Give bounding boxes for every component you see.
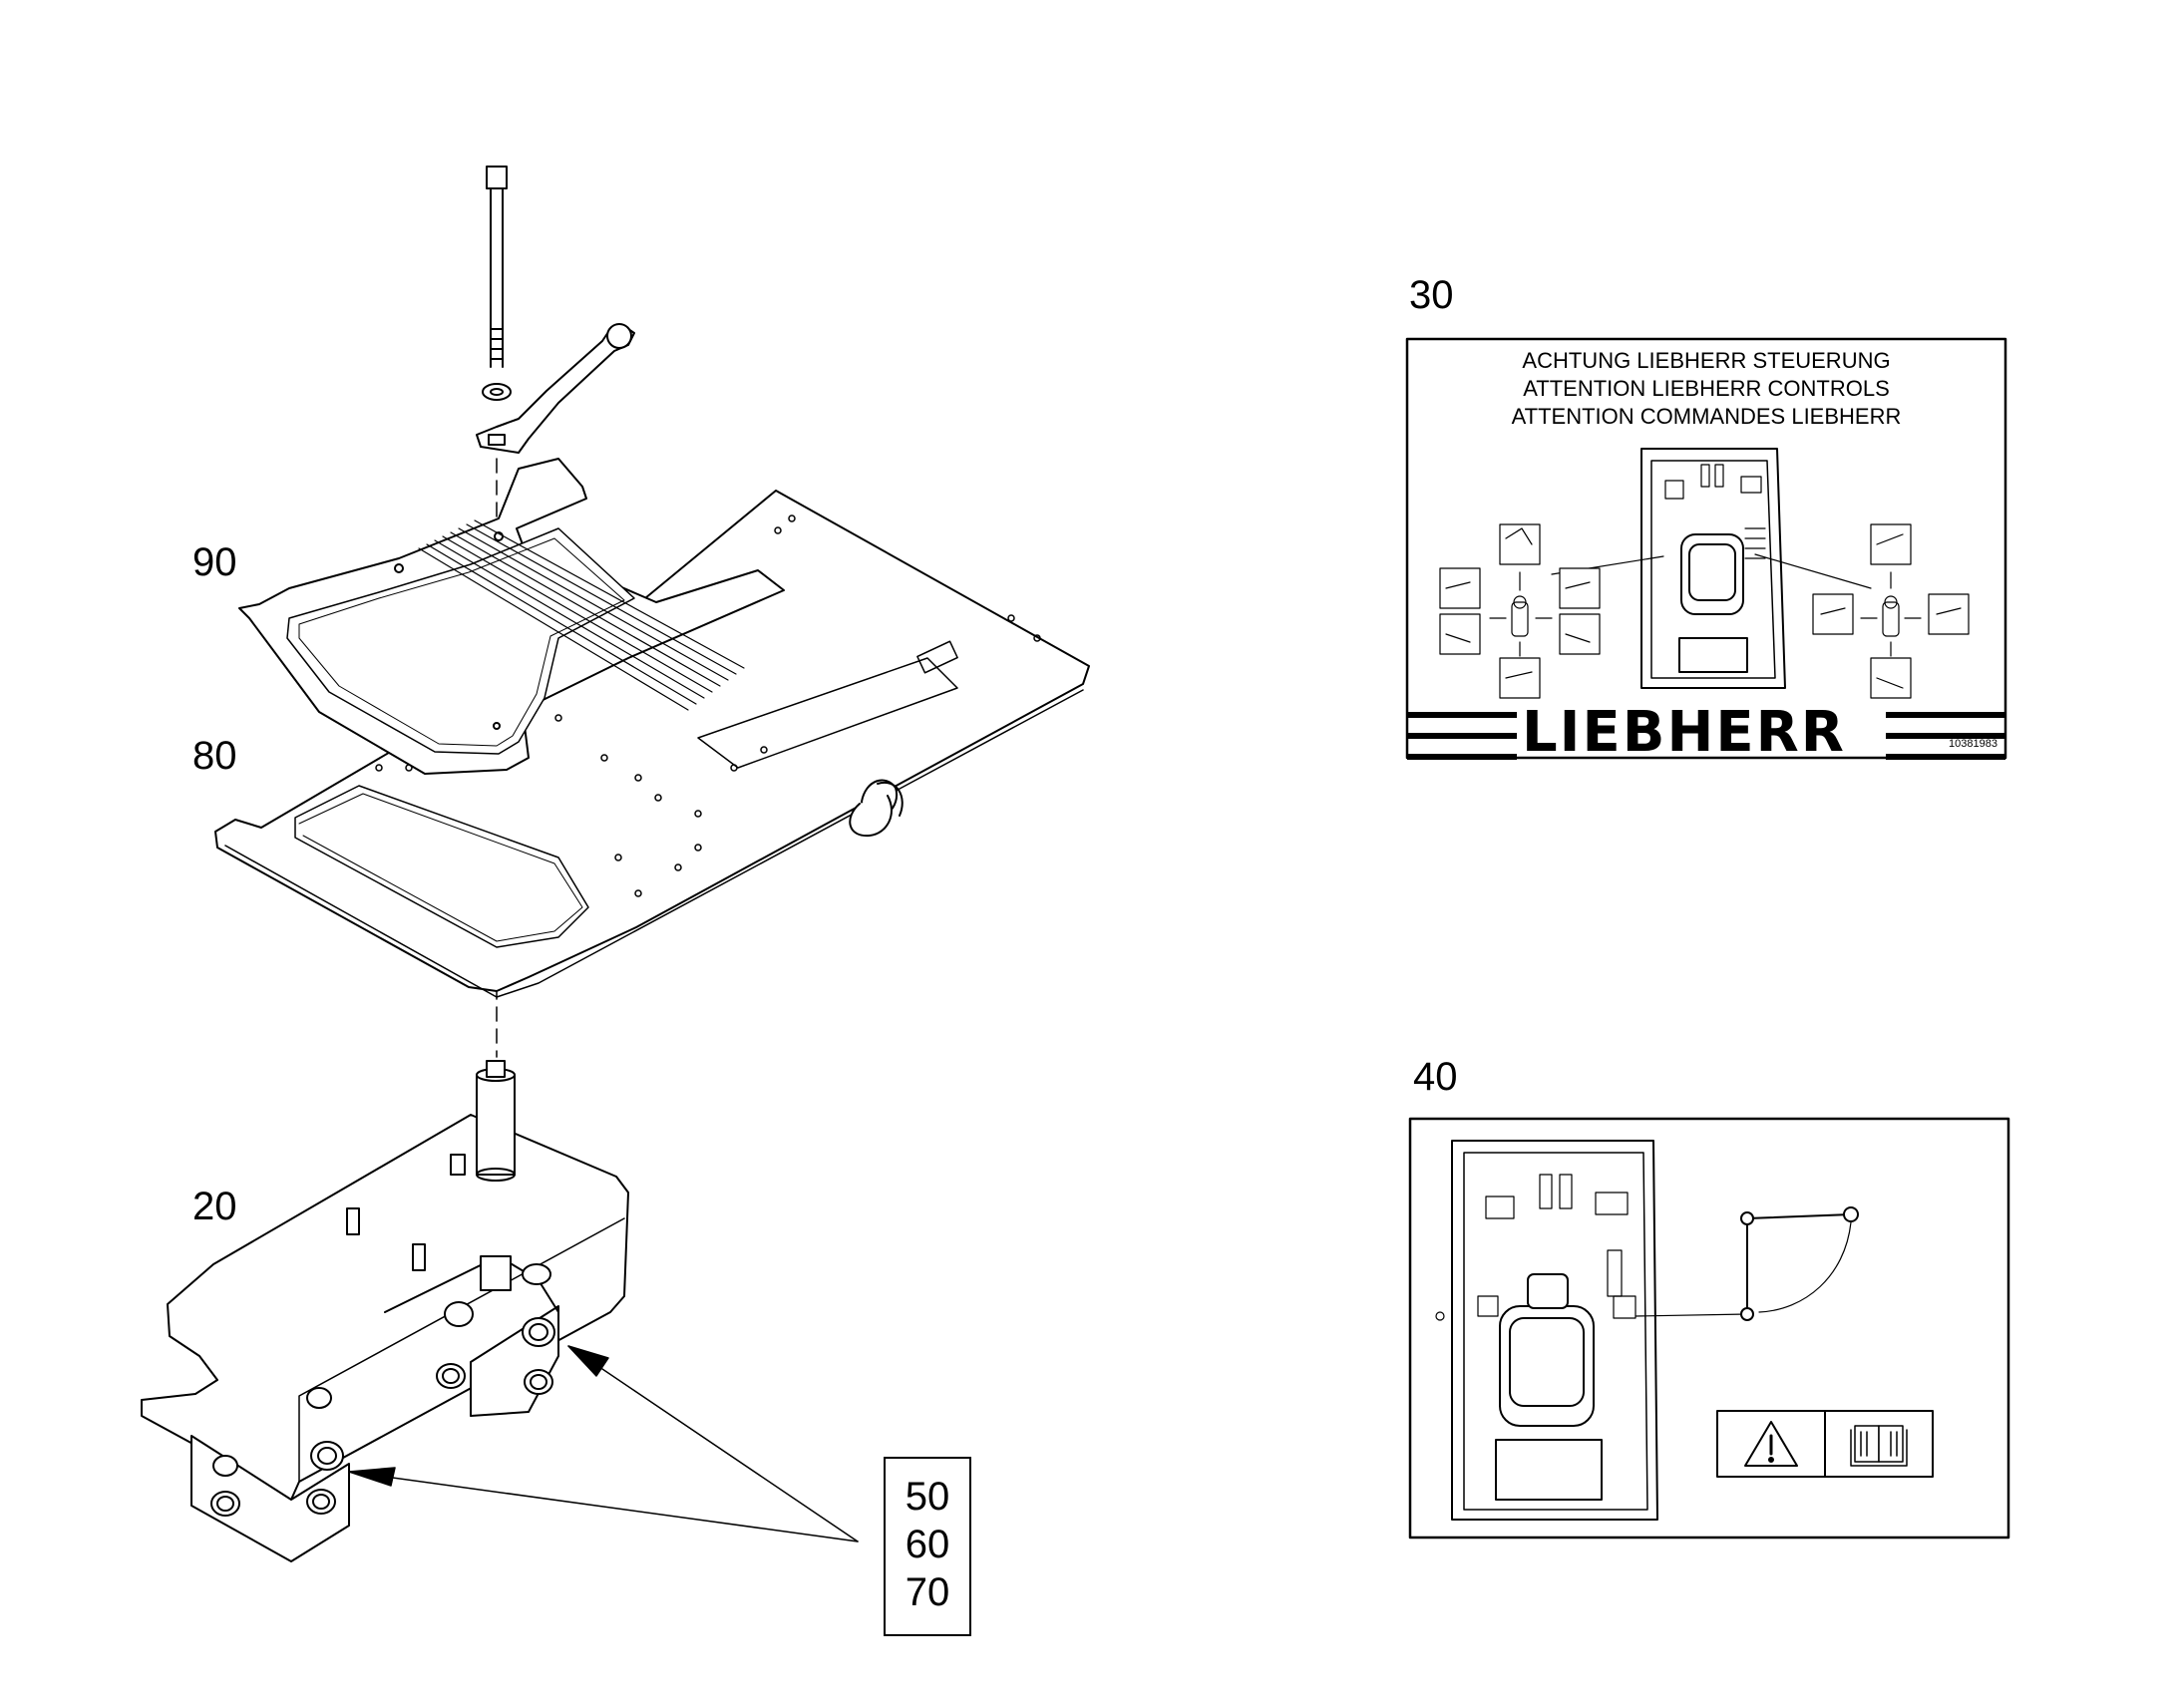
floor-plate	[214, 490, 1090, 998]
decal-40-frame	[1408, 1117, 2010, 1539]
callout-number-50: 50	[905, 1475, 950, 1519]
bolt	[486, 166, 508, 368]
position-label-40: 40	[1413, 1055, 1458, 1099]
callout-number-60: 60	[905, 1523, 950, 1566]
decal-30-doc-number: 10381983	[1949, 738, 1998, 750]
decal-30-line-fr: ATTENTION COMMANDES LIEBHERR	[1511, 404, 1902, 429]
lever	[476, 323, 635, 454]
callout-number-70: 70	[905, 1570, 950, 1614]
valve-block	[141, 1060, 629, 1562]
position-label-80: 80	[192, 734, 237, 778]
decal-30-line-en: ATTENTION LIEBHERR CONTROLS	[1523, 376, 1890, 401]
position-label-20: 20	[192, 1185, 237, 1228]
floor-mat	[238, 458, 785, 775]
manual-book-icon	[1850, 1425, 1908, 1467]
decal-30-brand-logo: LIEBHERR	[1522, 700, 1846, 765]
warning-triangle-icon	[1744, 1421, 1798, 1467]
decal-30-frame	[1405, 337, 2007, 760]
position-label-90: 90	[192, 540, 237, 584]
washer	[482, 383, 512, 401]
position-label-30: 30	[1409, 273, 1454, 317]
decal-30-line-de: ACHTUNG LIEBHERR STEUERUNG	[1522, 348, 1891, 373]
callout-leaders	[348, 1345, 859, 1542]
callout-box-50-60-70: 50 60 70	[884, 1457, 971, 1636]
